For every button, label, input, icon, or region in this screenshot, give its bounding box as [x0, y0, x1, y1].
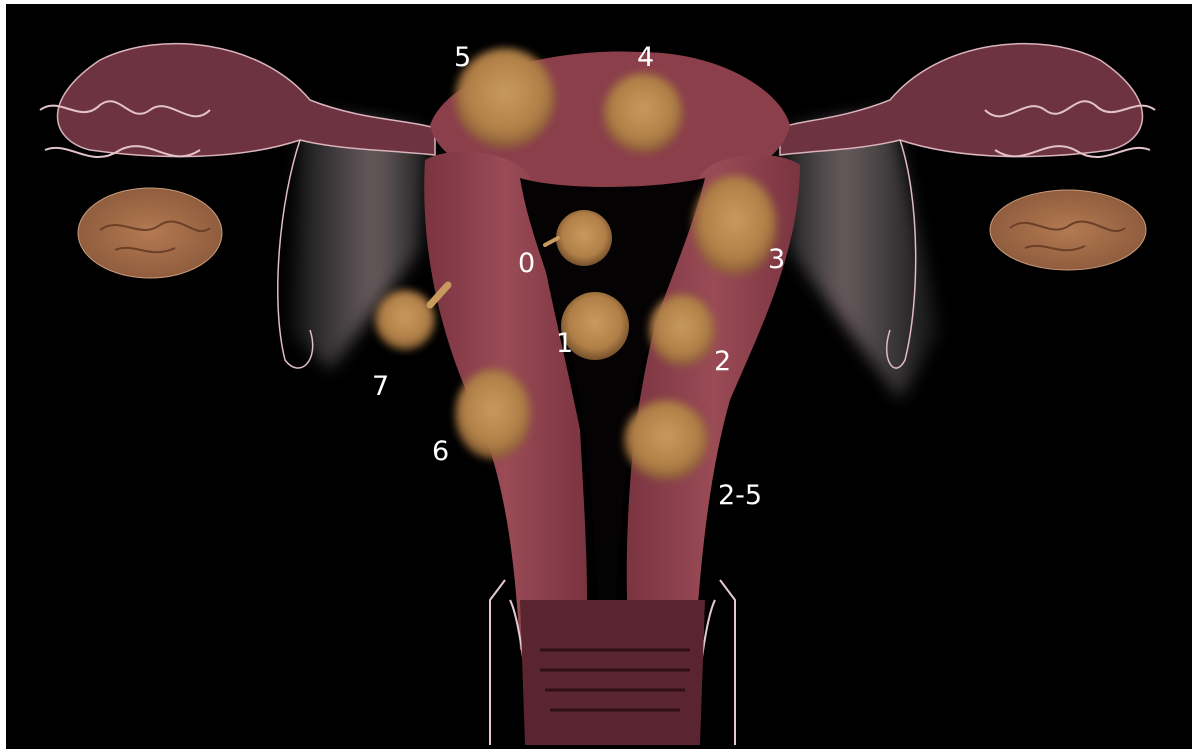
right-fallopian-tube — [780, 44, 1143, 157]
label-7: 7 — [372, 373, 389, 400]
left-ovary — [78, 188, 222, 278]
label-0: 0 — [518, 250, 535, 277]
fibroid-type-3 — [693, 175, 777, 275]
fibroid-type-6 — [455, 369, 531, 459]
left-fallopian-tube — [58, 44, 436, 157]
label-2-5: 2-5 — [718, 482, 762, 509]
fibroid-type-0 — [556, 210, 612, 266]
frame-left-edge — [0, 0, 6, 749]
label-2: 2 — [714, 348, 731, 375]
label-5: 5 — [454, 44, 471, 71]
fibroid-type-7 — [375, 290, 435, 350]
label-6: 6 — [432, 438, 449, 465]
fibroid-type-2-5 — [624, 400, 708, 480]
vaginal-canal — [520, 600, 705, 745]
label-4: 4 — [637, 44, 654, 71]
fibroid-type-2 — [649, 294, 715, 366]
label-1: 1 — [556, 330, 573, 357]
label-3: 3 — [768, 246, 785, 273]
fibroid-type-4 — [603, 73, 683, 153]
frame-top-edge — [0, 0, 1192, 4]
